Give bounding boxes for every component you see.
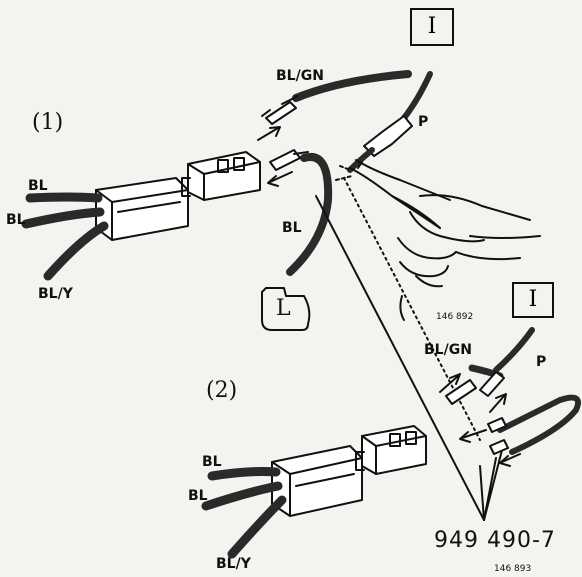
instrument-tag-lower-text: I — [528, 287, 538, 312]
wire-p-lower — [479, 327, 535, 397]
arrow-up-2 — [439, 373, 461, 393]
lamp-tag-text: L — [276, 296, 291, 321]
wire-label-p-top: P — [418, 114, 429, 130]
pliers-tool — [335, 159, 451, 229]
wire-label-bl-gn-top: BL/GN — [276, 68, 324, 84]
wire-bl-gn-top — [261, 70, 412, 125]
instrument-tag-lower: I — [512, 282, 554, 318]
wire-label-bl-a: BL — [28, 178, 48, 194]
wire-label-bl-b: BL — [6, 212, 26, 228]
arrow-left-1 — [267, 171, 293, 187]
arrow-left-3 — [499, 453, 521, 467]
connector-plug-2 — [355, 425, 427, 475]
reference-number-bottom: 146 893 — [494, 564, 532, 574]
tool-number: 949 490-7 — [434, 528, 556, 553]
step-2-label: (2) — [206, 378, 238, 403]
wire-label-bl-d: BL — [188, 488, 208, 504]
reference-number-top: 146 892 — [436, 312, 474, 322]
arrow-up-1 — [257, 126, 281, 141]
hand — [397, 194, 541, 288]
connector-housing-1 — [95, 177, 189, 241]
connector-housing-2 — [271, 445, 363, 517]
wire-label-bl-y: BL/Y — [38, 286, 73, 302]
arrow-up-3 — [489, 393, 507, 413]
arrow-left-2 — [459, 429, 487, 443]
wire-bundle-1 — [21, 192, 109, 281]
wire-label-bl-c: BL — [202, 454, 222, 470]
wire-bundle-2 — [201, 467, 287, 559]
wire-label-bl-mid: BL — [282, 220, 302, 236]
wire-bl-mid — [269, 149, 333, 276]
pointer-mark — [399, 295, 405, 321]
instrument-tag-top: I — [410, 8, 454, 46]
lamp-tag — [261, 287, 311, 331]
connector-plug-1 — [181, 151, 261, 201]
wire-label-bl-y-lower: BL/Y — [216, 556, 251, 572]
wire-label-bl-gn-lower: BL/GN — [424, 342, 472, 358]
step-1-label: (1) — [32, 110, 64, 135]
instrument-tag-top-text: I — [427, 14, 437, 39]
wire-label-p-lower: P — [536, 354, 547, 370]
jumper-loop — [487, 394, 581, 455]
